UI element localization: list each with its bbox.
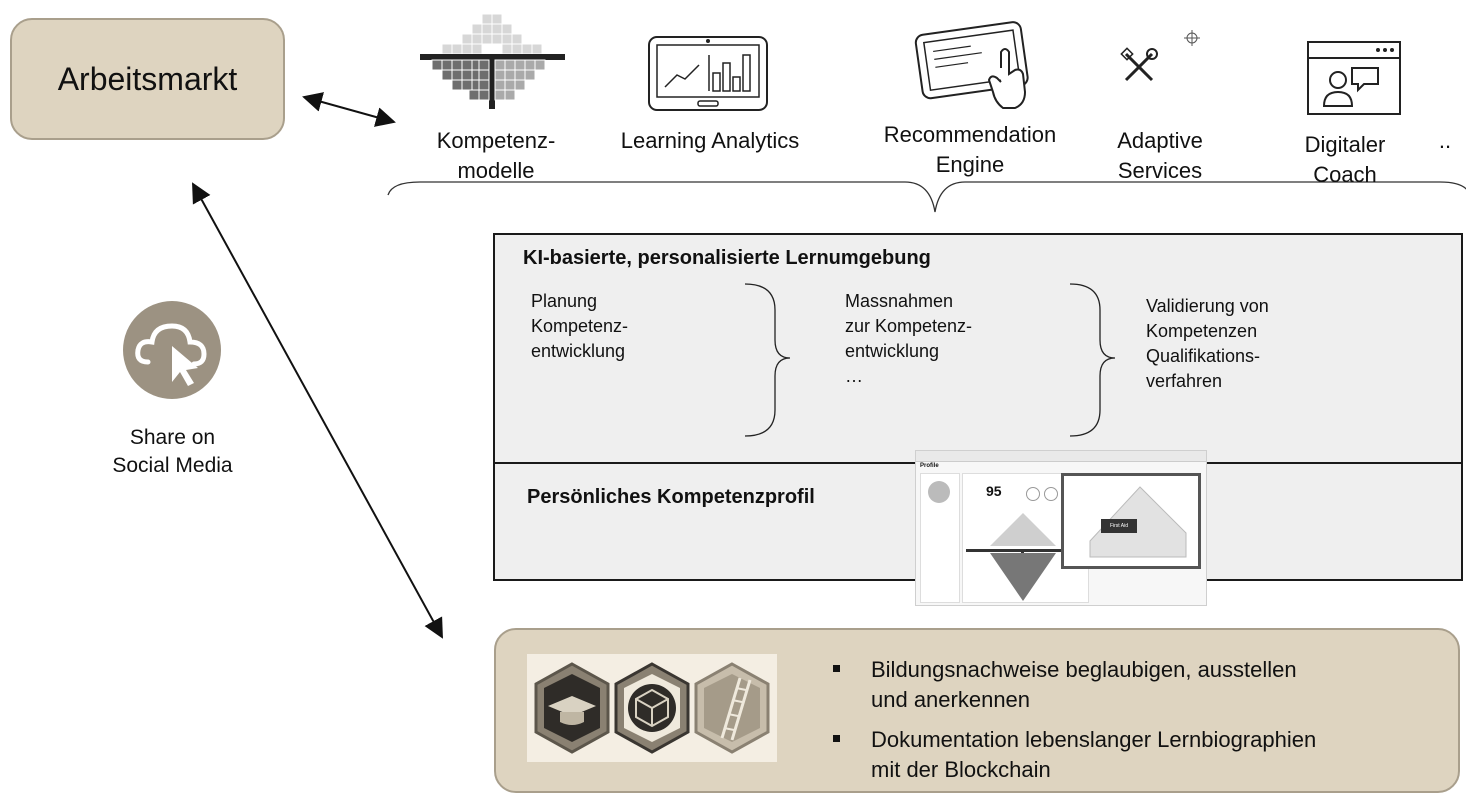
competence-profile-title: Persönliches Kompetenzprofil xyxy=(527,486,815,508)
phase-brace-1 xyxy=(744,283,791,437)
tablet-touch-icon xyxy=(914,21,1029,109)
profile-screenshot: Profile 95 First Aid xyxy=(915,450,1207,606)
tools-brace xyxy=(387,181,1466,213)
arbeitsmarkt-label: Arbeitsmarkt xyxy=(57,60,238,97)
tools-more: .. xyxy=(1438,128,1452,153)
bullet-item-2: Dokumentation lebenslanger Lernbiographi… xyxy=(833,725,1353,785)
cube-badge-icon xyxy=(614,662,690,754)
bullet-marker-2 xyxy=(833,735,840,742)
graduation-cap-badge-icon xyxy=(534,662,610,754)
ladder-badge-icon xyxy=(694,662,770,754)
profile-screenshot-popup-text: First Aid xyxy=(1101,519,1137,533)
profile-screenshot-pyramid xyxy=(966,513,1081,601)
cloud-click-icon xyxy=(123,301,221,399)
phase-brace-2 xyxy=(1069,283,1116,437)
tablet-chart-icon xyxy=(648,36,768,111)
arbeitsmarkt-box: Arbeitsmarkt xyxy=(10,18,285,140)
phase-validierung: Validierung von Kompetenzen Qualifikatio… xyxy=(1146,296,1269,391)
coach-window-icon xyxy=(1307,41,1401,115)
profile-screenshot-nav-title: Profile xyxy=(920,463,939,469)
profile-screenshot-popup-chart xyxy=(1089,486,1187,558)
competence-pyramid-icon xyxy=(420,13,565,109)
arrow-markt-tools xyxy=(302,92,396,127)
badge-icons xyxy=(534,662,770,754)
phase-massnahmen: Massnahmen zur Kompetenz- entwicklung … xyxy=(845,291,973,386)
tool-label-kompetenzmodelle: Kompetenz-modelle xyxy=(436,128,556,183)
learning-environment-title: KI-basierte, personalisierte Lernumgebun… xyxy=(523,247,931,269)
phase-planung: Planung Kompetenz- entwicklung xyxy=(531,291,629,361)
bullet-item-1: Bildungsnachweise beglaubigen, ausstelle… xyxy=(833,655,1353,715)
profile-screenshot-score: 95 xyxy=(986,483,1002,499)
bullet-marker-1 xyxy=(833,665,840,672)
tools-icon xyxy=(1120,30,1200,82)
tool-label-learning-analytics: Learning Analytics xyxy=(620,128,800,153)
arrow-markt-blockchain xyxy=(192,182,443,639)
